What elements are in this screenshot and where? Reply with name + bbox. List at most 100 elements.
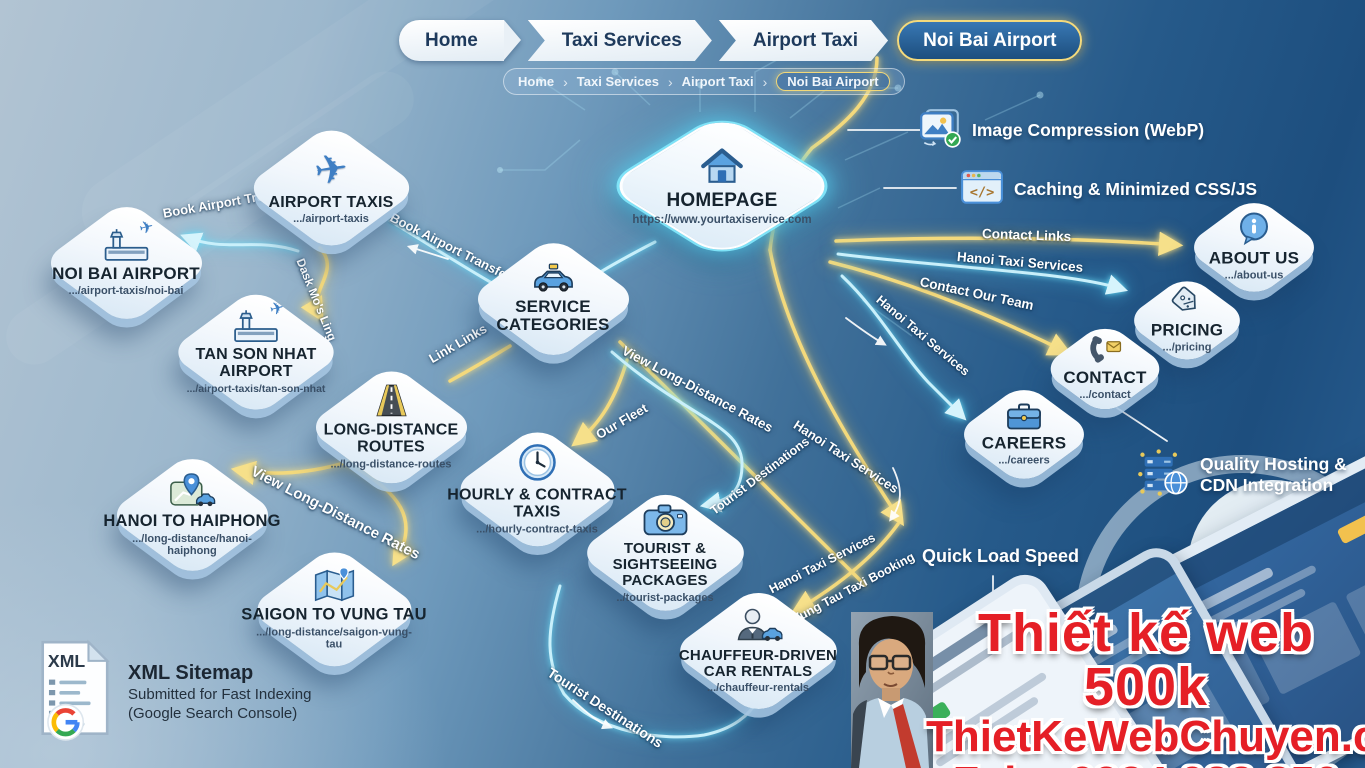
node-service-categories[interactable]: SERVICE CATEGORIES [466,235,641,363]
node-url: .../airport-taxis [293,213,369,226]
node-title: TAN SON NHAT AIRPORT [195,346,317,381]
node-url: .../pricing [1162,341,1212,354]
node-url: .../airport-taxis/noi-bai [68,285,184,298]
annotation-image-compression: Image Compression (WebP) [918,108,1204,153]
node-url: .../chauffeur-rentals [706,682,810,695]
node-url: .../contact [1079,389,1131,402]
node-title: SAIGON TO VUNG TAU [241,605,427,624]
cyan-connectors [180,219,1129,739]
node-title: HOURLY & CONTRACT TAXIS [447,486,627,521]
plane-icon: ✈ [311,145,351,195]
annotation-caching: </> Caching & Minimized CSS/JS [960,168,1257,211]
node-url: ../tourist-packages [616,591,714,604]
airport-icon: ✈ [234,298,286,342]
taxi-icon [530,263,576,294]
node-tan-son-nhat-airport[interactable]: ✈ TAN SON NHAT AIRPORT .../airport-taxis… [166,286,346,418]
map-pin-car-icon [168,472,216,509]
price-tag-icon [1170,286,1204,318]
node-url: .../long-distance-routes [330,457,452,470]
node-saigon-to-vung-tau[interactable]: SAIGON TO VUNG TAU .../long-distance/sai… [232,544,437,674]
breadcrumb-item-noi-bai-airport[interactable]: Noi Bai Airport [776,72,890,91]
chauffeur-icon [734,607,782,644]
node-url: .../long-distance/hanoi-haiphong [132,532,252,558]
node-noi-bai-airport[interactable]: ✈ NOI BAI AIRPORT .../airport-taxis/noi-… [34,199,219,327]
annotation-hosting: Quality Hosting & CDN Integration [1136,448,1347,501]
clock-icon [517,442,557,482]
annotation-quick-load: Quick Load Speed [922,546,1079,568]
svg-text:XML: XML [48,651,86,671]
xml-sitemap-title: XML Sitemap [128,661,254,684]
node-url: .../about-us [1224,269,1284,282]
watermark-line3: Zalo: 0934 023 850 [926,759,1365,768]
camera-icon [642,502,688,537]
breadcrumb-secondary: Home › Taxi Services › Airport Taxi › No… [503,68,905,95]
svg-text:</>: </> [970,184,995,200]
node-about-us[interactable]: ABOUT US .../about-us [1183,194,1325,300]
watermark-photo [851,612,933,768]
chevron-separator-icon: › [563,73,568,90]
annotation-xml-sitemap: XML XML Sitemap [34,638,311,747]
server-cdn-icon [1136,448,1190,501]
breadcrumb-item-home[interactable]: Home [399,20,521,61]
folded-map-icon [311,566,357,602]
chevron-separator-icon: › [667,73,673,90]
watermark-line2: ThietKeWebChuyen.com [926,712,1365,761]
breadcrumb-label: Airport Taxi [752,29,859,51]
breadcrumb-item-taxi-services[interactable]: Taxi Services [528,20,712,61]
annotation-line: Quality Hosting & [1200,453,1347,474]
airport-icon: ✈ [104,217,156,261]
node-pricing[interactable]: PRICING .../pricing [1123,272,1251,368]
briefcase-icon [1005,401,1043,431]
breadcrumb-item-taxi-services[interactable]: Taxi Services [576,74,659,89]
node-url: .../long-distance/saigon-vung-tau [256,626,412,651]
watermark-line1: Thiết kế web 500k [977,603,1315,717]
node-long-distance-routes[interactable]: LONG-DISTANCE ROUTES .../long-distance-r… [304,363,479,491]
node-title: SERVICE CATEGORIES [496,297,610,335]
code-icon: </> [960,168,1004,211]
chevron-separator-icon: › [762,73,768,90]
node-hourly-contract-taxis[interactable]: HOURLY & CONTRACT TAXIS .../hourly-contr… [445,424,630,554]
breadcrumb-item-noi-bai-airport[interactable]: Noi Bai Airport [897,20,1083,61]
node-hanoi-to-haiphong[interactable]: HANOI TO HAIPHONG .../long-distance/hano… [90,451,295,579]
annotation-line: CDN Integration [1200,474,1334,495]
info-icon [1237,212,1271,246]
annotation-label: Image Compression (WebP) [972,120,1205,140]
node-title: NOI BAI AIRPORT [52,264,200,283]
breadcrumb: Home Taxi Services Airport Taxi Noi Bai … [399,20,1083,61]
road-icon [373,383,409,417]
node-url: .../careers [998,454,1050,467]
node-title: CONTACT [1063,368,1147,387]
annotation-label: Caching & Minimized CSS/JS [1014,179,1258,199]
node-title: CHAUFFEUR-DRIVEN CAR RENTALS [678,646,838,681]
xml-sitemap-line: Submitted for Fast Indexing [128,685,312,703]
node-title: ABOUT US [1208,248,1300,268]
edge-label: Contact Links [981,226,1072,245]
breadcrumb-item-home[interactable]: Home [518,74,555,89]
node-tourist-packages[interactable]: TOURIST & SIGHTSEEING PACKAGES ../touris… [575,487,755,619]
house-icon [698,145,746,187]
breadcrumb-label: Noi Bai Airport [923,29,1057,51]
node-airport-taxis[interactable]: ✈ AIRPORT TAXIS .../airport-taxis [239,122,424,254]
annotation-label: Quick Load Speed [922,546,1080,566]
node-url: .../hourly-contract-taxis [476,522,598,535]
image-webp-icon [918,108,962,153]
node-title: HOMEPAGE [666,190,778,212]
node-title: AIRPORT TAXIS [268,194,394,212]
breadcrumb-item-airport-taxi[interactable]: Airport Taxi [719,20,888,61]
node-careers[interactable]: CAREERS .../careers [953,381,1095,487]
node-chauffeur-rentals[interactable]: CHAUFFEUR-DRIVEN CAR RENTALS .../chauffe… [661,585,856,717]
node-homepage[interactable]: HOMEPAGE https://www.yourtaxiservice.com [604,113,840,259]
node-title: PRICING [1150,320,1224,340]
node-url: .../airport-taxis/tan-son-nhat [186,382,326,395]
breadcrumb-label: Home [425,29,478,51]
xml-doc-icon: XML [34,638,118,747]
breadcrumb-item-airport-taxi[interactable]: Airport Taxi [681,74,754,89]
google-g-icon [47,703,85,741]
node-title: HANOI TO HAIPHONG [103,511,281,530]
node-contact[interactable]: CONTACT .../contact [1039,320,1171,418]
node-url: https://www.yourtaxiservice.com [632,213,812,226]
watermark: Thiết kế web 500k ThietKeWebChuyen.com Z… [926,606,1365,768]
xml-sitemap-line: (Google Search Console) [128,705,298,722]
